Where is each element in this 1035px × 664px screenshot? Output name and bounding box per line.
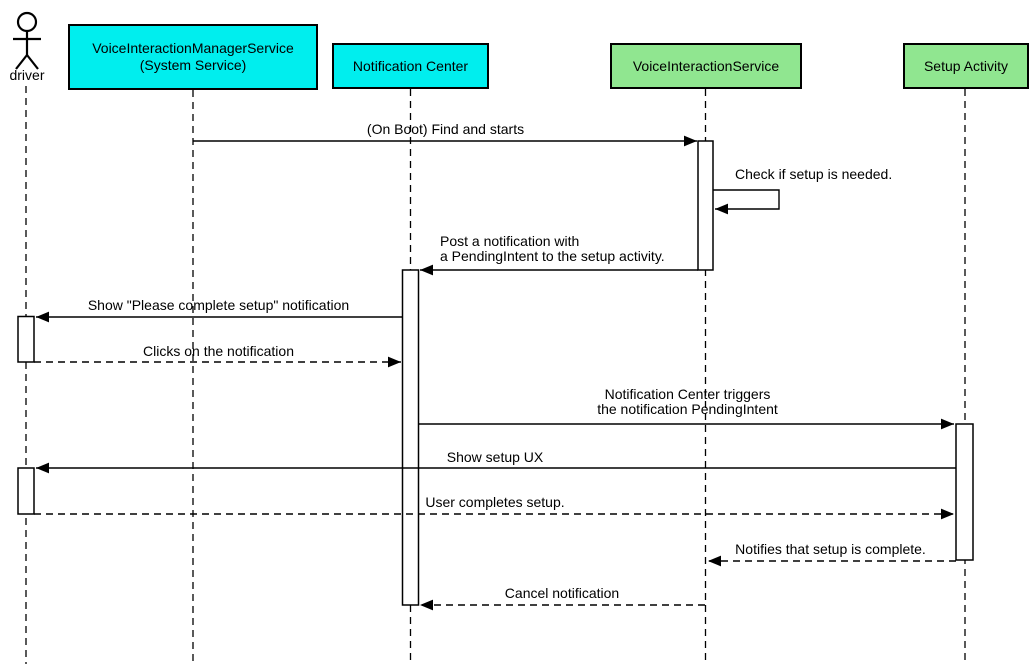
participant-setup-activity: Setup Activity [903, 43, 1029, 89]
message-label-cancel-notification: Cancel notification [504, 585, 620, 601]
participant-voiceinteractionmanagerservice: VoiceInteractionManagerService (System S… [68, 24, 318, 90]
activation-bar-notification-center [401, 269, 420, 606]
message-label-user-completes-setup: User completes setup. [425, 494, 565, 510]
message-label-post-a-notification: Post a notification with a PendingIntent… [440, 233, 665, 264]
actor-driver-label: driver [9, 67, 45, 83]
message-label-show-setup-ux: Show setup UX [446, 449, 544, 465]
activation-bar-driver-2 [17, 467, 35, 515]
message-label-clicks-on-the-notification: Clicks on the notification [143, 343, 294, 359]
activation-bar-voiceinteractionservice [697, 140, 714, 271]
message-label-notifies-setup-complete: Notifies that setup is complete. [735, 541, 926, 557]
message-label-triggers-pendingintent: Notification Center triggers the notific… [597, 386, 778, 417]
participant-notification-center: Notification Center [332, 43, 489, 89]
actor-driver-icon [13, 11, 41, 70]
arrow-check-if-setup-is-needed [713, 189, 780, 215]
activation-bar-driver-1 [17, 315, 35, 363]
participant-voiceinteractionservice: VoiceInteractionService [610, 43, 802, 89]
message-label-on-boot-find-and-starts: (On Boot) Find and starts [366, 121, 525, 137]
activation-bar-setup-activity [955, 423, 974, 561]
message-label-check-if-setup-is-needed: Check if setup is needed. [735, 166, 893, 182]
message-label-show-please-complete-setup: Show "Please complete setup" notificatio… [87, 297, 350, 313]
